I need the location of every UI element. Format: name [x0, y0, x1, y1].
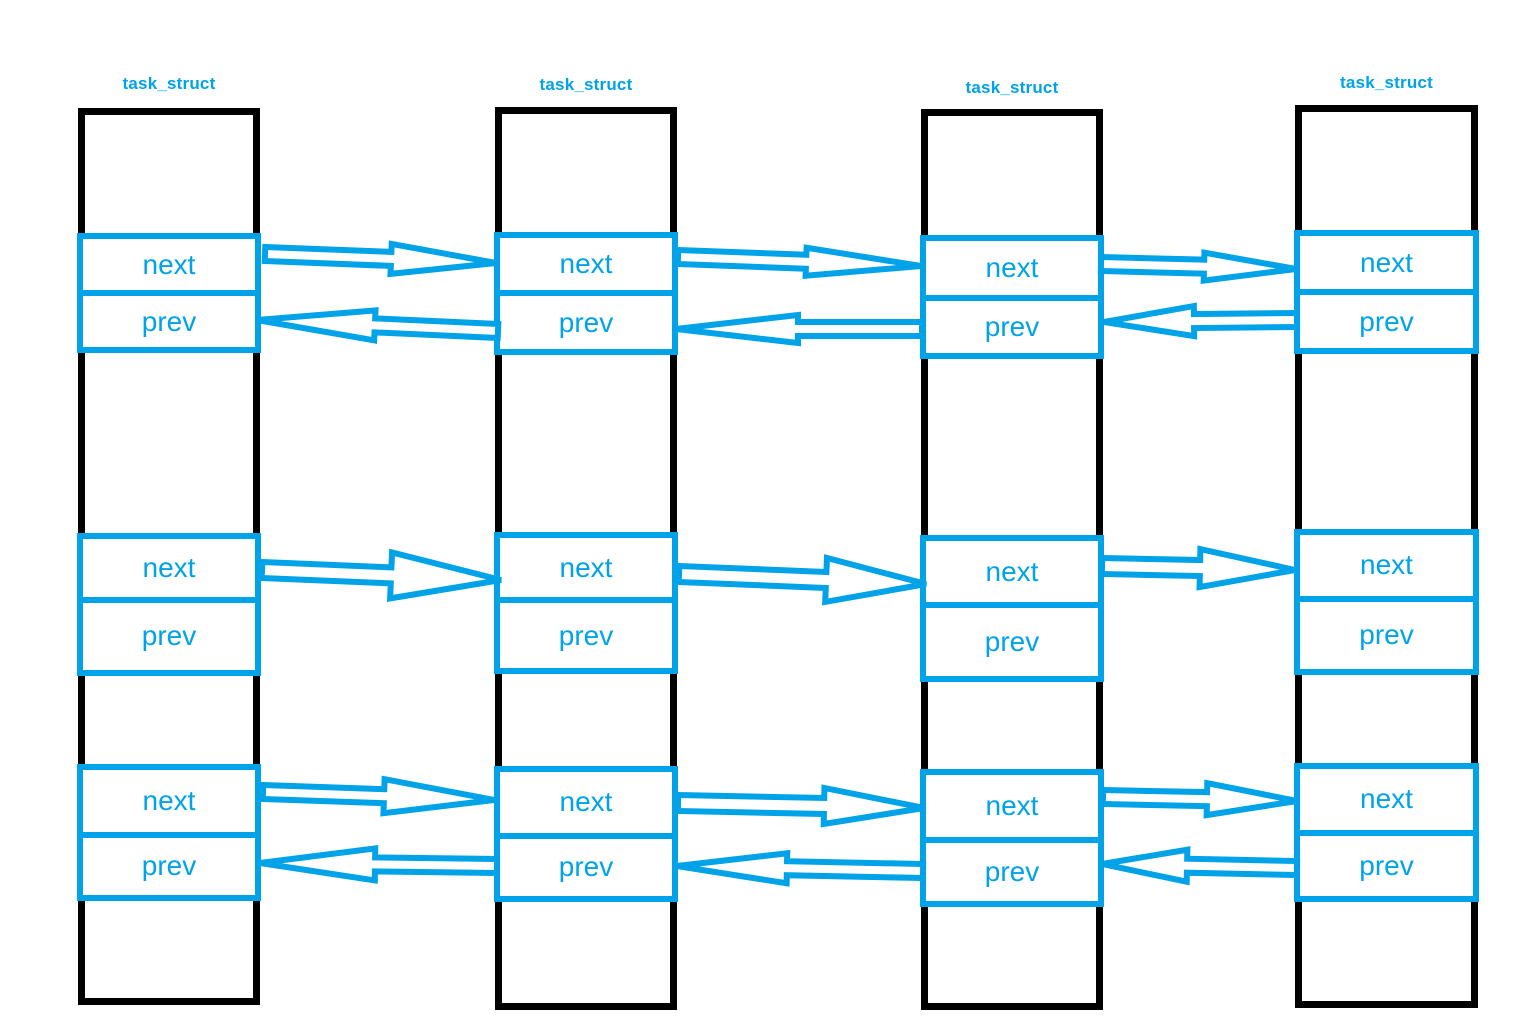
prev-pointer-arrow: [675, 311, 925, 347]
next-field: next: [926, 241, 1098, 301]
list-head-pair-1-2: next prev: [77, 533, 261, 676]
prev-field: prev: [141, 620, 197, 652]
prev-field: prev: [984, 855, 1040, 887]
prev-pointer-arrow: [256, 307, 502, 344]
list-head-pair-1-1: next prev: [77, 233, 261, 353]
next-field: next: [500, 538, 672, 604]
list-head-pair-2-2: next prev: [494, 532, 678, 674]
next-field: next: [1300, 769, 1473, 836]
next-field: next: [1300, 236, 1473, 295]
next-field: next: [1300, 535, 1473, 602]
next-pointer-arrow: [258, 548, 502, 602]
prev-field: prev: [1359, 305, 1414, 337]
next-field: next: [926, 541, 1098, 609]
prev-field: prev: [558, 619, 614, 651]
prev-field: prev: [141, 305, 197, 337]
prev-pointer-arrow: [259, 845, 501, 884]
next-pointer-arrow: [1097, 249, 1297, 285]
next-field: next: [83, 770, 255, 838]
next-pointer-arrow: [675, 554, 927, 606]
prev-field: prev: [141, 850, 197, 882]
node-title-4: task_struct: [1340, 73, 1433, 92]
prev-field: prev: [984, 310, 1040, 342]
list-head-pair-2-1: next prev: [494, 232, 678, 355]
node-title-2: task_struct: [539, 75, 633, 94]
list-head-pair-1-3: next prev: [77, 764, 261, 901]
list-head-pair-4-2: next prev: [1294, 529, 1479, 675]
list-head-pair-4-1: next prev: [1294, 230, 1479, 354]
list-head-pair-2-3: next prev: [494, 766, 678, 902]
list-head-pair-4-3: next prev: [1294, 763, 1479, 902]
next-pointer-arrow: [674, 244, 922, 280]
list-head-pair-3-1: next prev: [920, 235, 1104, 359]
list-head-pair-3-3: next prev: [920, 769, 1104, 907]
next-pointer-arrow: [259, 775, 495, 817]
node-title-1: task_struct: [122, 74, 216, 93]
list-head-pair-3-2: next prev: [920, 535, 1104, 682]
prev-pointer-arrow: [1101, 846, 1301, 886]
next-field: next: [500, 238, 672, 297]
next-pointer-arrow: [1098, 545, 1296, 591]
node-title-3: task_struct: [965, 78, 1059, 97]
prev-pointer-arrow: [1103, 302, 1301, 340]
prev-pointer-arrow: [676, 849, 927, 887]
prev-field: prev: [558, 306, 614, 338]
prev-field: prev: [1359, 619, 1414, 651]
prev-field: prev: [984, 626, 1040, 658]
next-field: next: [83, 539, 255, 603]
next-field: next: [83, 239, 255, 296]
prev-field: prev: [558, 851, 614, 883]
next-field: next: [926, 775, 1098, 843]
next-pointer-arrow: [1099, 779, 1298, 819]
prev-field: prev: [1359, 849, 1414, 881]
next-field: next: [500, 772, 672, 839]
next-pointer-arrow: [261, 240, 497, 278]
next-pointer-arrow: [674, 784, 925, 828]
